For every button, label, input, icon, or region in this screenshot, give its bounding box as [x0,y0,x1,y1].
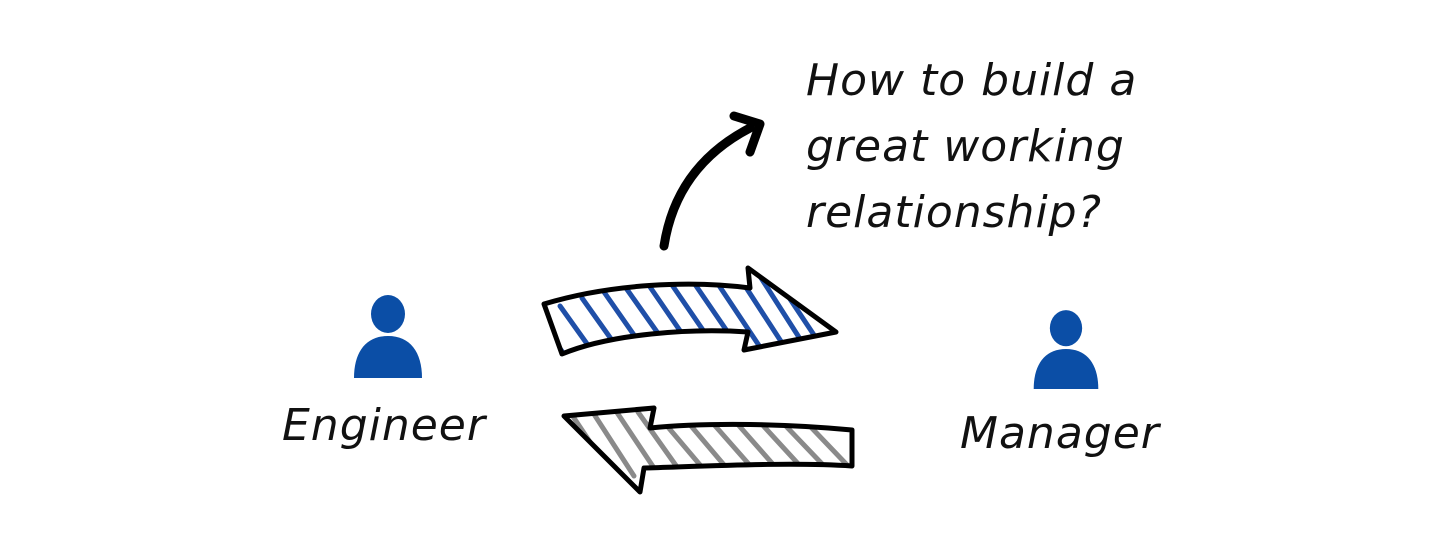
bottom-arrow-left-icon [561,405,855,495]
exchange-arrows [541,265,855,495]
question-line-3: relationship? [806,187,1102,238]
question-line-2: great working [806,121,1125,172]
curved-arrow-icon [659,111,765,251]
manager-label: Manager [960,408,1160,459]
manager-person-icon [1033,310,1099,389]
question-text: How to build a great working relationshi… [806,48,1137,246]
top-arrow-right-icon [541,265,839,357]
question-line-1: How to build a [806,55,1138,106]
engineer-label: Engineer [282,400,486,451]
engineer-person-icon [354,295,422,378]
